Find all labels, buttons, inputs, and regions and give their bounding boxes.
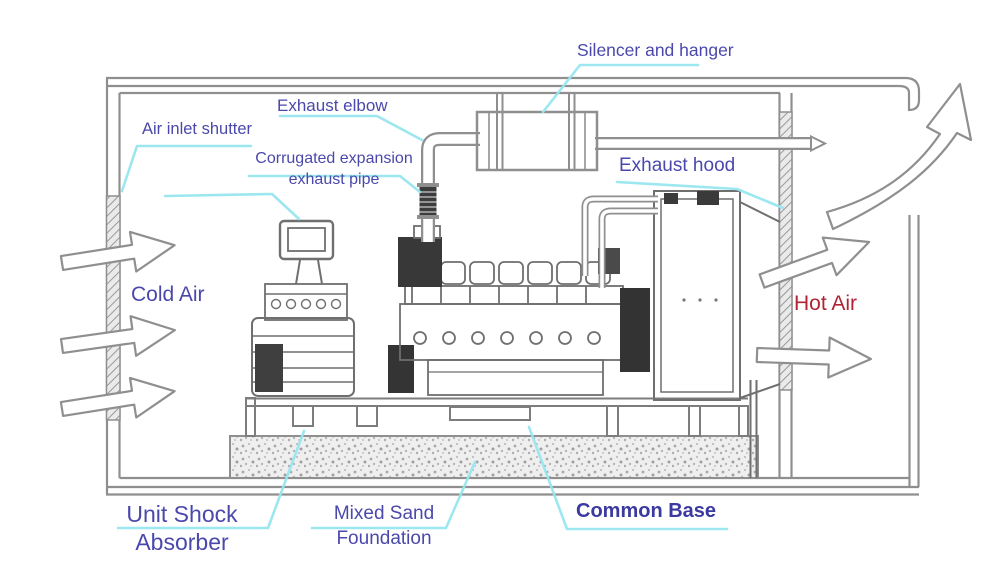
exhaust-hood-radiator-drawing bbox=[653, 190, 781, 478]
alternator-end-cap bbox=[255, 344, 283, 392]
leader-control-panel bbox=[163, 192, 301, 221]
oil-pan bbox=[427, 359, 604, 396]
exhaust-pipe-drawing bbox=[421, 132, 828, 242]
leader-silencer bbox=[541, 63, 700, 114]
leader-exhaust-hood bbox=[615, 180, 785, 210]
base-recess-panel bbox=[449, 406, 531, 421]
label-common-base: Common Base bbox=[576, 500, 717, 522]
turbocharger bbox=[398, 237, 442, 287]
leader-corrugated-pipe bbox=[247, 174, 422, 194]
roof-right-hook bbox=[898, 76, 921, 112]
hot-air-arrow-2 bbox=[755, 333, 873, 381]
hot-air-arrow-1 bbox=[754, 222, 878, 301]
hood-duct-bottom bbox=[739, 383, 781, 399]
alternator-drawing bbox=[251, 317, 414, 397]
leader-lines bbox=[116, 63, 785, 531]
label-silencer-and-hanger: Silencer and hanger bbox=[577, 40, 734, 60]
hood-duct-top bbox=[739, 201, 781, 223]
exhaust-outlet-louver-drawing bbox=[778, 111, 793, 391]
shock-absorber-foot-1 bbox=[292, 405, 314, 427]
label-exhaust-hood: Exhaust hood bbox=[619, 155, 736, 176]
label-air-inlet-shutter: Air inlet shutter bbox=[142, 120, 253, 138]
air-inlet-shutter-drawing bbox=[105, 195, 121, 421]
label-cold-air: Cold Air bbox=[131, 283, 205, 306]
leader-mixed-sand-foundation bbox=[310, 460, 477, 530]
panel-screen bbox=[287, 227, 326, 252]
corrugated-pipe-drawing bbox=[417, 183, 439, 219]
mixed-sand-foundation-drawing bbox=[229, 435, 759, 479]
label-mixed-sand-line-1: Mixed Sand bbox=[333, 503, 435, 524]
label-mixed-sand-foundation: Mixed Sand Foundation bbox=[324, 501, 444, 551]
control-panel-drawing bbox=[264, 219, 348, 321]
label-corrugated-line-1: Corrugated expansion bbox=[255, 150, 413, 167]
leader-common-base bbox=[527, 425, 729, 531]
hot-air-curved-arrow bbox=[825, 82, 973, 231]
label-corrugated-line-2: exhaust pipe bbox=[288, 171, 380, 188]
label-mixed-sand-line-2: Foundation bbox=[336, 528, 432, 549]
starter-motor bbox=[388, 345, 414, 393]
shock-absorber-foot-2 bbox=[356, 405, 378, 427]
leader-unit-shock-absorber bbox=[116, 429, 306, 530]
common-base-frame-drawing bbox=[245, 397, 749, 437]
cylinder-head bbox=[404, 285, 624, 305]
hot-air-arrows bbox=[754, 82, 973, 381]
label-unit-shock-absorber: Unit Shock Absorber bbox=[106, 500, 258, 556]
label-hot-air: Hot Air bbox=[794, 292, 858, 315]
pipe-outlet-tip bbox=[810, 134, 828, 153]
silencer-body bbox=[475, 110, 599, 172]
radiator-pipes-drawing bbox=[581, 195, 658, 288]
label-unit-shock-line-1: Unit Shock bbox=[126, 501, 238, 527]
silencer-drawing bbox=[475, 93, 599, 172]
engine-drawing bbox=[398, 225, 650, 396]
fan-drive bbox=[620, 288, 650, 372]
label-corrugated-expansion-exhaust-pipe: Corrugated expansion exhaust pipe bbox=[248, 148, 420, 190]
label-exhaust-elbow: Exhaust elbow bbox=[277, 96, 388, 115]
leader-air-inlet-shutter bbox=[120, 144, 253, 193]
leader-exhaust-elbow bbox=[278, 114, 424, 142]
label-unit-shock-line-2: Absorber bbox=[135, 529, 229, 555]
